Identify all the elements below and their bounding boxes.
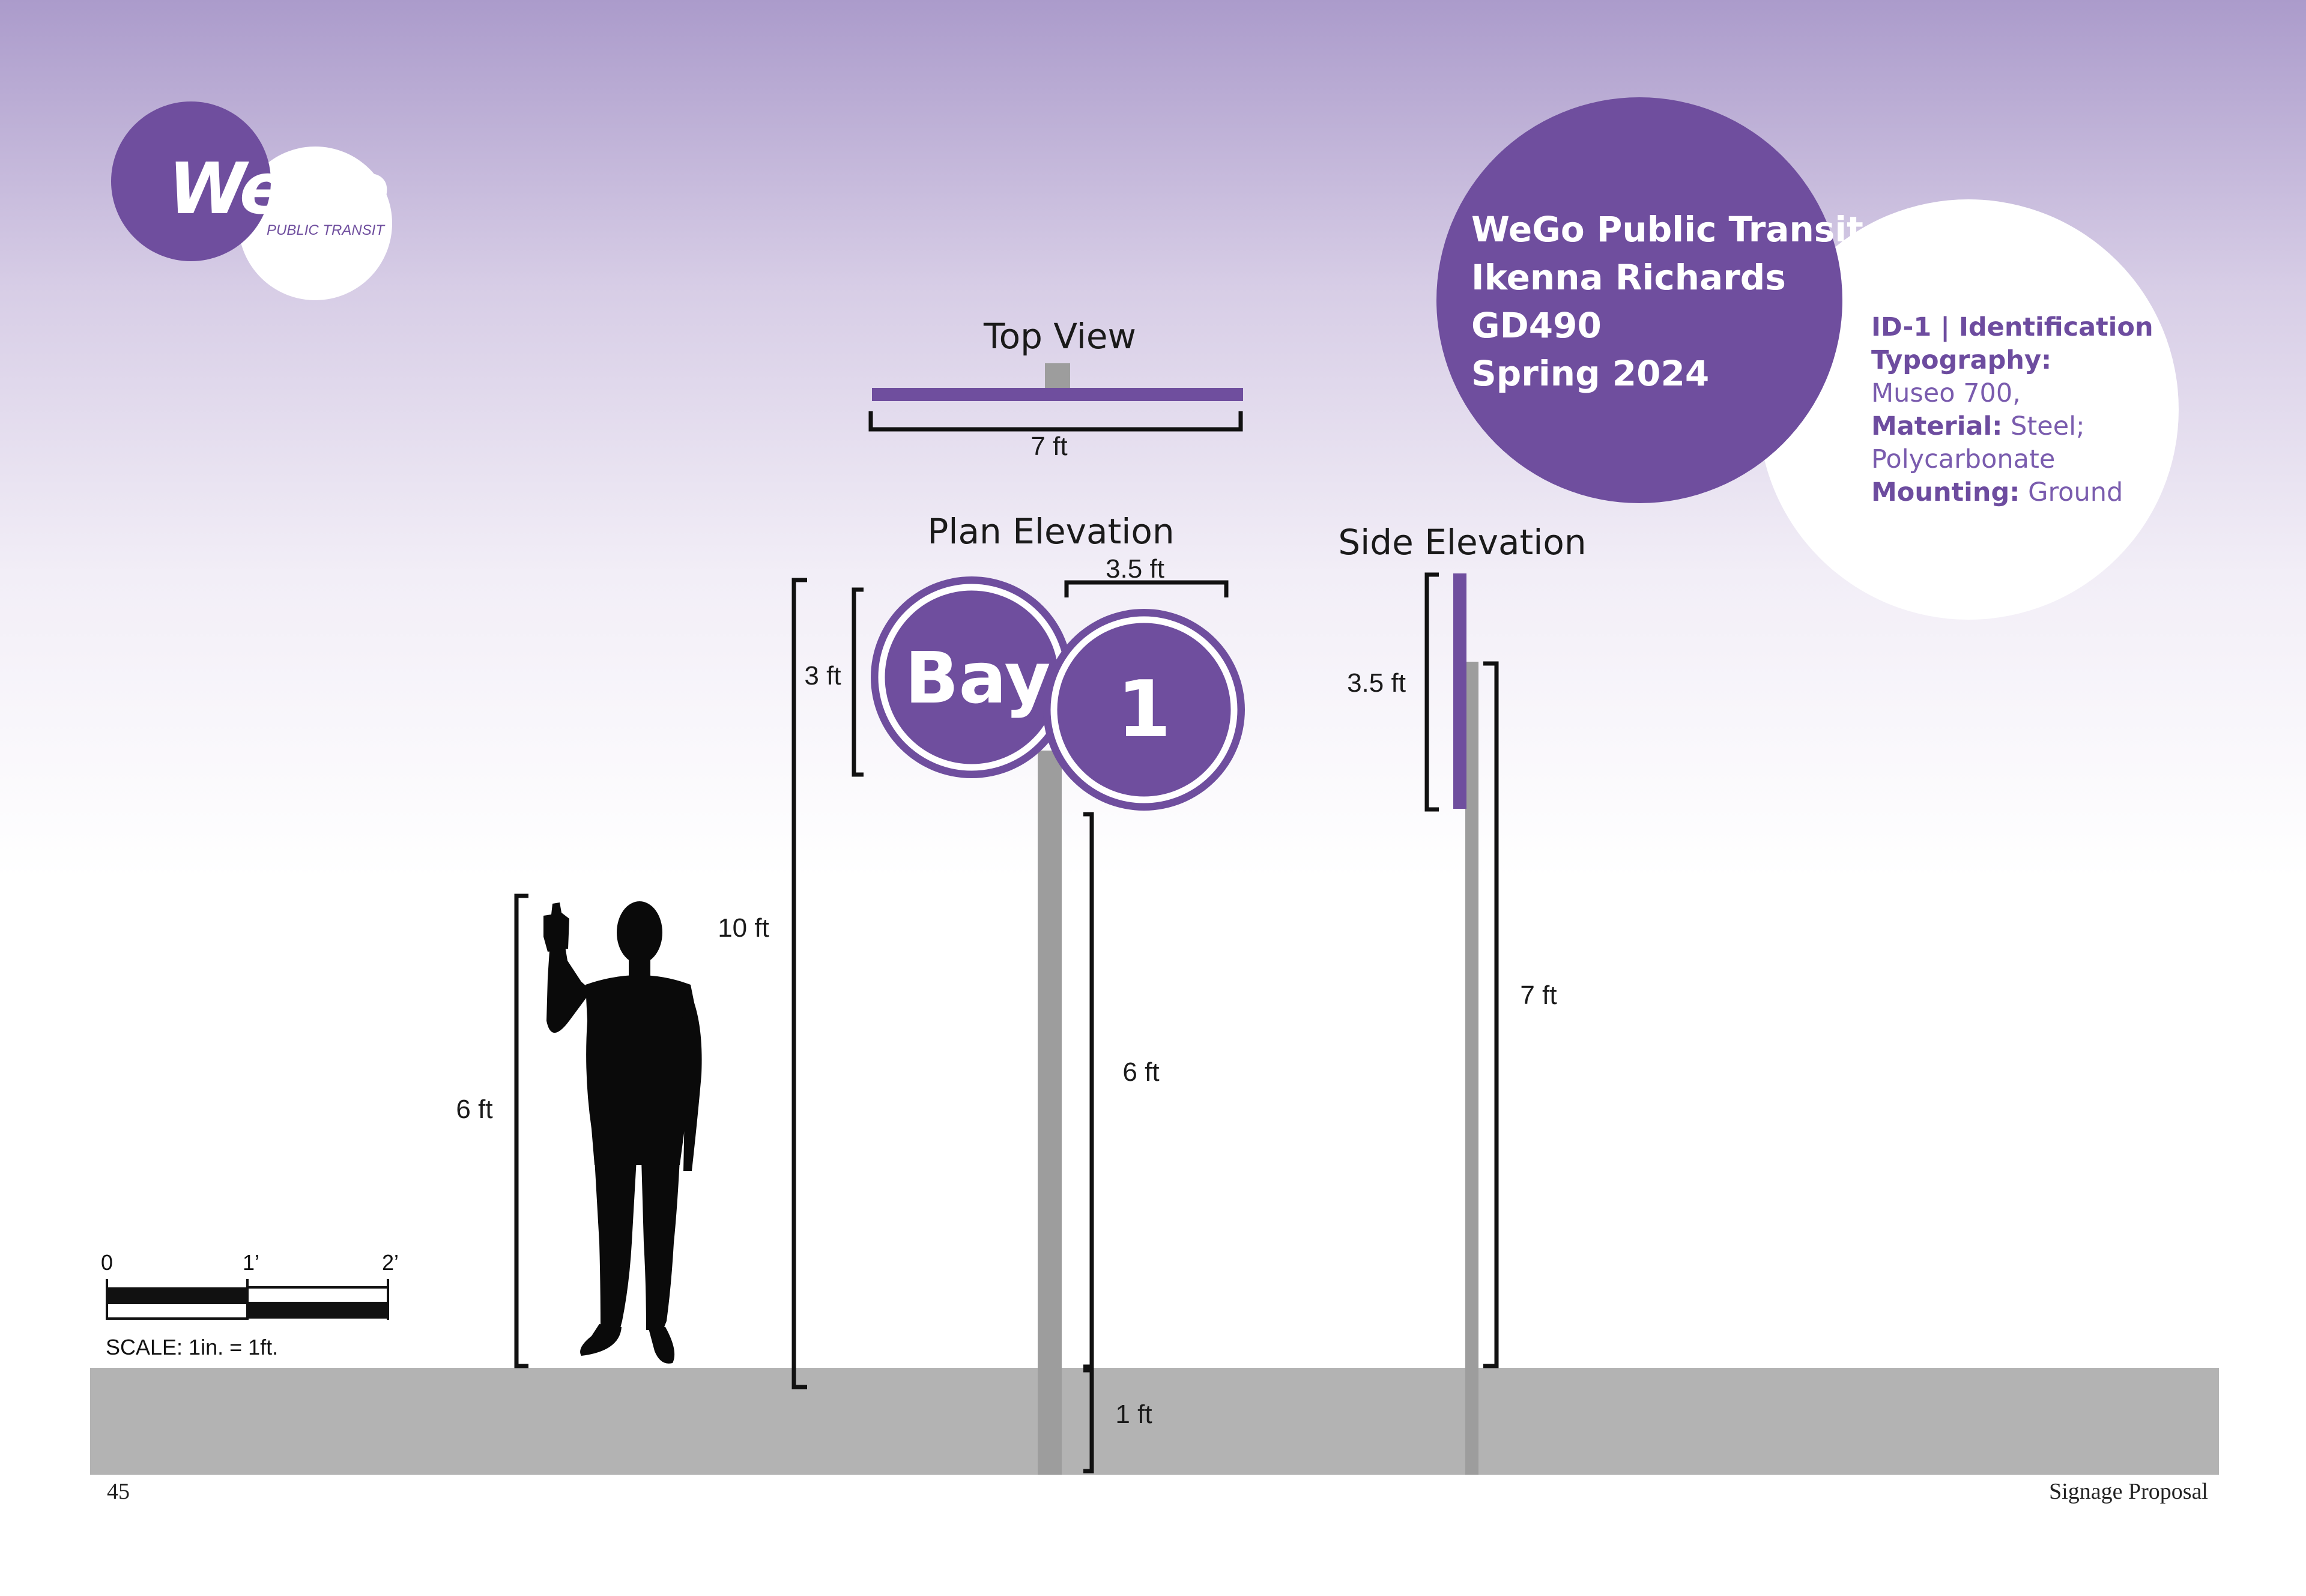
person-silhouette [543, 901, 702, 1364]
spec-material-value-1: Steel; [2011, 411, 2085, 441]
info-line-course: GD490 [1471, 305, 1602, 346]
buried-depth-dimension: 1 ft [1115, 1400, 1152, 1429]
person-height-dimension: 6 ft [456, 1095, 492, 1124]
side-elevation: Side Elevation 3.5 ft 7 ft [1338, 522, 1587, 1475]
top-view-label: Top View [983, 316, 1136, 357]
side-post-dimension: 7 ft [1520, 981, 1557, 1010]
info-line-organization: WeGo Public Transit [1471, 209, 1863, 250]
page-number: 45 [107, 1479, 130, 1504]
wego-logo: WeGo PUBLIC TRANSIT [111, 101, 392, 300]
project-info: WeGo Public Transit Ikenna Richards GD49… [1471, 205, 1880, 397]
sign-bay-text: Bay [905, 636, 1051, 719]
top-view: Top View 7 ft [868, 316, 1243, 461]
side-panel [1453, 573, 1466, 809]
post-height-dimension: 6 ft [1122, 1057, 1159, 1087]
sign-height-dimension: 3 ft [804, 661, 841, 691]
sign-spec: ID-1 | Identification Typography: Museo … [1871, 311, 2208, 509]
scale-bar: 0 1’ 2’ SCALE: 1in. = 1ft. [101, 1250, 399, 1359]
spec-mounting-value: Ground [2028, 477, 2123, 507]
spec-material-value-2: Polycarbonate [1871, 444, 2056, 474]
info-line-author: Ikenna Richards [1471, 257, 1786, 298]
plan-elevation-label: Plan Elevation [927, 511, 1174, 552]
scale-tick-1: 1’ [243, 1250, 259, 1275]
footer-title: Signage Proposal [2049, 1479, 2208, 1504]
sign-number-text: 1 [1117, 663, 1171, 755]
info-circle [1436, 97, 1842, 503]
plan-elevation: Plan Elevation Bay 1 3.5 ft 3 ft 10 ft 6… [718, 511, 1245, 1475]
sign-width-dimension: 3.5 ft [1106, 554, 1164, 584]
scale-tick-0: 0 [101, 1250, 113, 1275]
side-panel-dimension: 3.5 ft [1347, 668, 1406, 698]
info-line-term: Spring 2024 [1471, 353, 1710, 394]
logo-wordmark: WeGo [168, 147, 387, 230]
ground [90, 1368, 2219, 1475]
side-post [1465, 662, 1478, 1475]
scale-tick-2: 2’ [382, 1250, 399, 1275]
spec-typography-label: Typography: [1871, 345, 2052, 375]
side-elevation-label: Side Elevation [1338, 522, 1586, 563]
plan-post [1038, 751, 1062, 1475]
spec-id: ID-1 | Identification [1871, 312, 2153, 342]
spec-circle [1758, 199, 2179, 620]
spec-material-label: Material: [1871, 411, 2003, 441]
logo-subtitle: PUBLIC TRANSIT [267, 222, 386, 238]
spec-typography-value: Museo 700, [1871, 378, 2021, 408]
scale-caption: SCALE: 1in. = 1ft. [106, 1335, 278, 1359]
overall-height-dimension: 10 ft [718, 913, 769, 943]
spec-mounting-label: Mounting: [1871, 477, 2020, 507]
top-width-dimension: 7 ft [1030, 432, 1067, 461]
